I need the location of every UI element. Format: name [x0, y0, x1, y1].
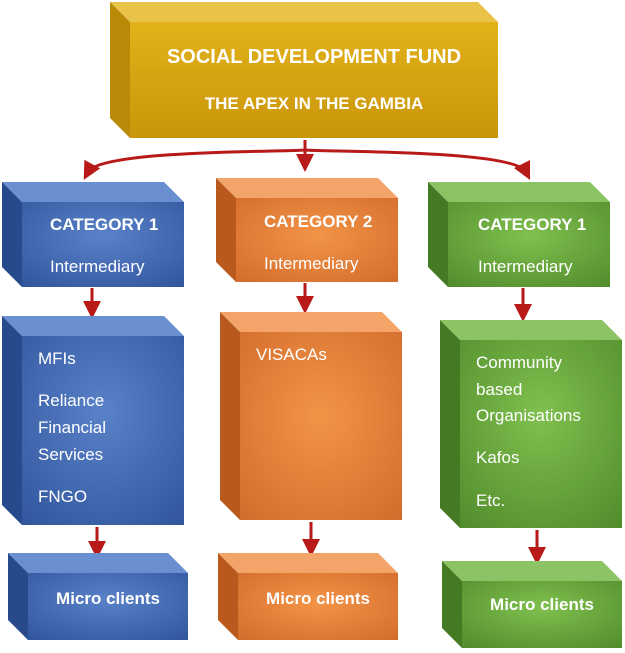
apex-subtitle: THE APEX IN THE GAMBIA: [204, 94, 424, 113]
members-1-item: Financial: [38, 418, 107, 437]
clients-box-1: [8, 553, 188, 640]
clients-3-label: Micro clients: [490, 595, 594, 614]
category-box-3: [428, 182, 610, 287]
members-1-item: FNGO: [38, 487, 88, 506]
members-1-item: Reliance: [38, 391, 105, 410]
category-2-role: Intermediary: [264, 254, 359, 273]
category-1-role: Intermediary: [50, 257, 145, 276]
members-box-1: [2, 316, 184, 525]
members-1-item: MFIs: [38, 349, 76, 368]
members-3-item: Community: [476, 353, 562, 372]
category-1-title: CATEGORY 1: [50, 215, 159, 234]
clients-box-2: [218, 553, 398, 640]
members-3-item: Organisations: [476, 406, 581, 425]
category-3-role: Intermediary: [478, 257, 573, 276]
apex-title: SOCIAL DEVELOPMENT FUND: [166, 46, 462, 68]
clients-1-label: Micro clients: [56, 589, 160, 608]
category-member-arrows: [83, 283, 532, 322]
apex-connectors: [83, 140, 531, 181]
category-box-1: [2, 182, 184, 287]
category-box-2: [216, 178, 398, 282]
members-3-item: based: [476, 380, 523, 399]
members-box-2: [220, 312, 402, 520]
clients-2-label: Micro clients: [266, 589, 370, 608]
category-2-title: CATEGORY 2: [264, 212, 373, 231]
clients-box-3: [442, 561, 622, 648]
category-3-title: CATEGORY 1: [478, 215, 587, 234]
members-client-arrows: [88, 522, 546, 565]
apex-box: [110, 2, 498, 138]
members-3-item: Etc.: [476, 491, 506, 510]
members-2-item: VISACAs: [256, 345, 327, 364]
members-1-item: Services: [38, 445, 104, 464]
members-box-3: [440, 320, 622, 528]
members-3-item: Kafos: [476, 448, 520, 467]
